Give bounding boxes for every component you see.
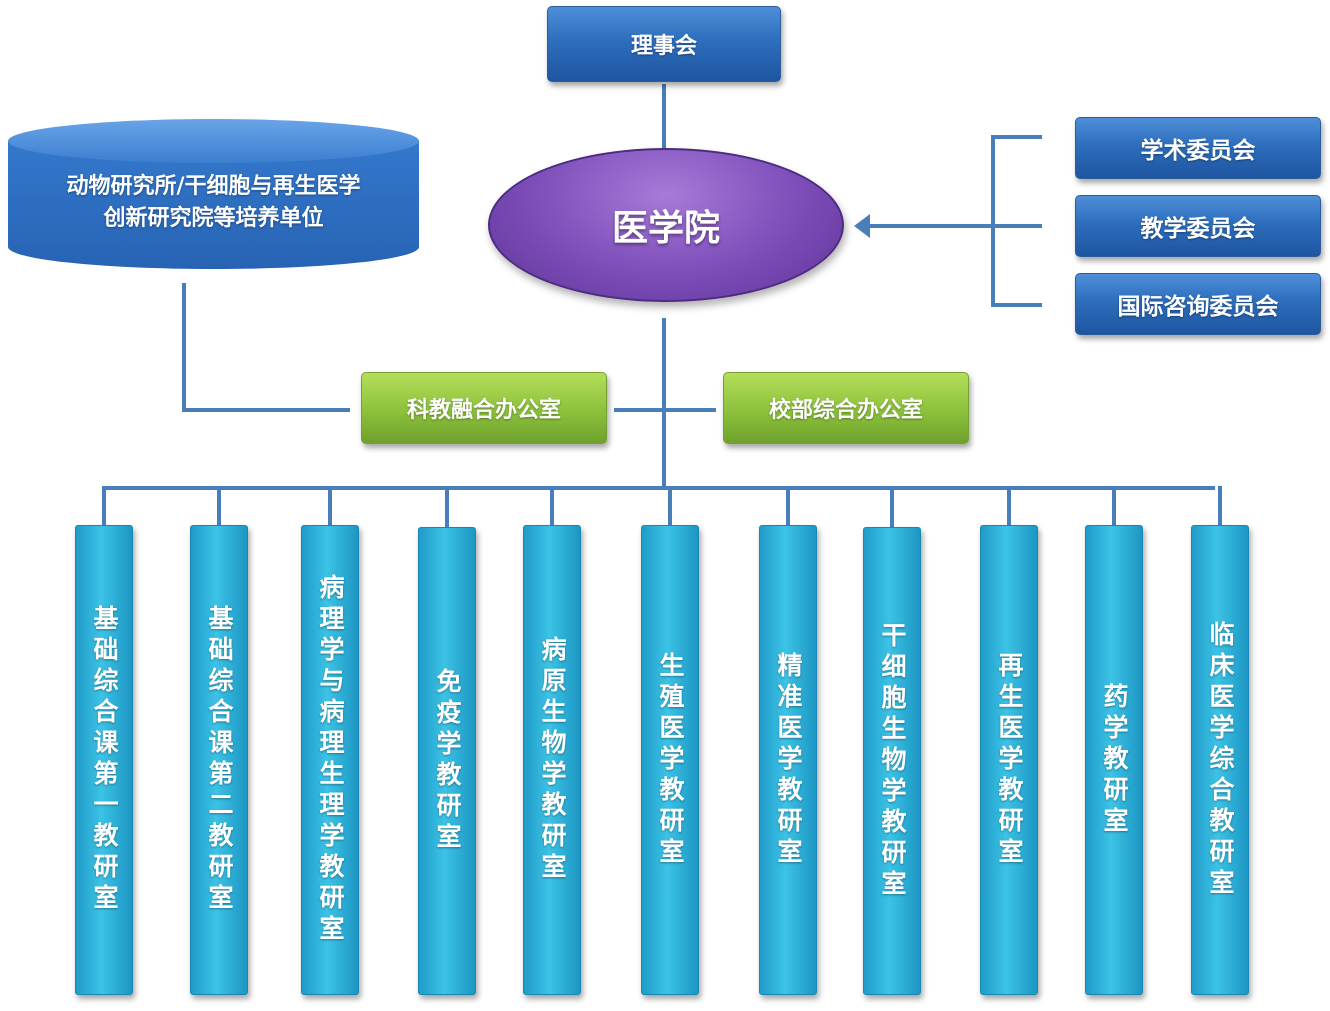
board-label: 理事会 (630, 34, 697, 59)
office-general: 校部综合办公室 (723, 372, 969, 444)
department-column: 干细胞生物学教研室 (863, 527, 921, 995)
committee-label: 学术委员会 (1140, 138, 1256, 164)
committee-academic: 学术委员会 (1075, 117, 1321, 179)
department-column: 基础综合课第二教研室 (190, 525, 248, 995)
committee-international: 国际咨询委员会 (1075, 273, 1321, 335)
partner-units-cylinder: 动物研究所/干细胞与再生医学 创新研究院等培养单位 (8, 119, 419, 269)
cylinder-top (8, 119, 419, 163)
department-column: 精准医学教研室 (759, 525, 817, 995)
committee-label: 国际咨询委员会 (1117, 294, 1279, 320)
committee-label: 教学委员会 (1140, 216, 1256, 242)
partner-units-label: 动物研究所/干细胞与再生医学 创新研究院等培养单位 (8, 171, 419, 235)
department-column: 药学教研室 (1085, 525, 1143, 995)
board-box: 理事会 (547, 6, 781, 82)
partner-units-line-1: 动物研究所/干细胞与再生医学 (66, 174, 361, 199)
department-column: 免疫学教研室 (418, 527, 476, 995)
department-column: 病原生物学教研室 (523, 525, 581, 995)
partner-units-line-2: 创新研究院等培养单位 (103, 206, 324, 231)
office-science-education: 科教融合办公室 (361, 372, 607, 444)
department-column: 临床医学综合教研室 (1191, 525, 1249, 995)
department-column: 病理学与病理生理学教研室 (301, 525, 359, 995)
office-label: 校部综合办公室 (768, 398, 923, 423)
school-ellipse: 医学院 (488, 148, 844, 302)
office-label: 科教融合办公室 (406, 398, 561, 423)
department-column: 生殖医学教研室 (641, 525, 699, 995)
committee-teaching: 教学委员会 (1075, 195, 1321, 257)
school-label: 医学院 (611, 208, 720, 249)
department-column: 基础综合课第一教研室 (75, 525, 133, 995)
department-column: 再生医学教研室 (980, 525, 1038, 995)
